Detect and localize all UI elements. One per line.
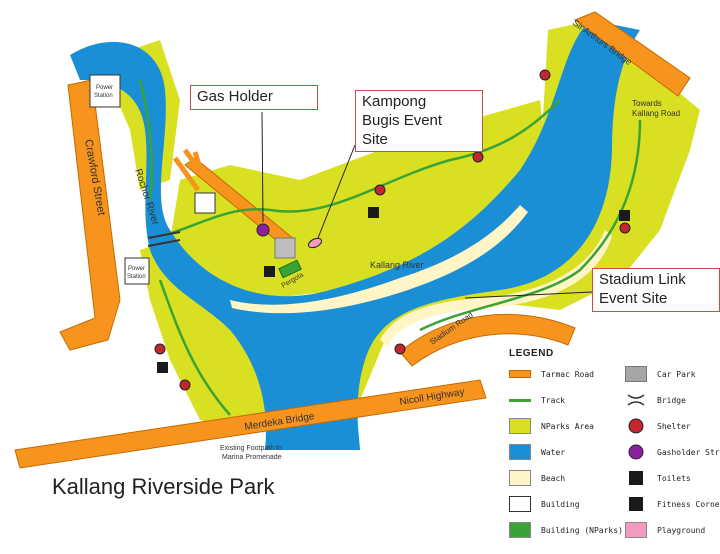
power-station-top-label-2: Station [94,93,113,99]
fill-swatch-icon [509,444,531,460]
legend-item-label: NParks Area [541,421,594,431]
shelter-swatch-icon [625,418,647,434]
legend-item-label: Tarmac Road [541,369,594,379]
road-swatch-icon [509,370,531,378]
legend-item: Gasholder Structure [625,442,720,462]
water-rochor-kallang [70,20,640,450]
stadium-pointer [464,291,593,299]
building-swatch-icon [509,496,531,512]
legend-item-label: Building (NParks) [541,525,623,535]
shelter-icon [619,222,631,234]
legend-item: Toilets [625,468,691,488]
legend-item-label: Shelter [657,421,691,431]
gas-holder-pointer [261,111,264,223]
track-west [158,279,231,416]
stadium-callout-line2: Event Site [599,289,668,307]
fill-swatch-icon [509,470,531,486]
existing-footpath-label-2: Marina Promenade [222,454,282,461]
legend-item-label: Bridge [657,395,686,405]
gas-holder-callout: Gas Holder [190,85,318,110]
playground [307,237,323,249]
sir-arthurs-bridge-road [573,11,691,97]
track-north [138,79,154,201]
legend-item: Playground [625,520,705,540]
stadium-road [399,313,576,367]
beach-central [230,205,528,314]
fitness-swatch-icon [625,496,647,512]
toilet-swatch-icon [625,470,647,486]
legend-item-label: Toilets [657,473,691,483]
fitness-icon [619,210,630,221]
toilet-icon [157,362,168,373]
legend-item-label: Playground [657,525,706,535]
beach-east [380,230,612,346]
legend-item: Tarmac Road [509,364,594,384]
legend-title: LEGEND [509,348,554,359]
legend-item-label: Beach [541,473,566,483]
kallang-river-label: Kallang River [370,260,424,270]
gas-holder-callout-text: Gas Holder [197,88,273,105]
legend-item: Building [509,494,580,514]
small-building [194,192,216,214]
stadium-callout-line1: Stadium Link [599,271,686,288]
gasholder-swatch-icon [625,444,647,460]
bridge-swatch-icon [625,392,647,408]
merdeka-bridge-road [14,379,487,469]
legend-item: Car Park [625,364,696,384]
legend-item: Bridge [625,390,686,410]
shelter-icon [394,343,406,355]
kampong-callout-line3: Site [362,130,388,148]
legend-item: Water [509,442,565,462]
towards-kallang-road-label-2: Kallang Road [632,109,680,118]
power-station-mid-label-2: Station [127,274,146,280]
kampong-pointer [317,144,356,239]
legend-item: Shelter [625,416,691,436]
kampong-callout-line2: Bugis Event [362,111,443,129]
stadium-callout: Stadium Link Event Site [592,268,720,312]
legend-item-label: Track [541,395,566,405]
power-station-top [89,74,121,108]
toilet-icon [264,266,275,277]
towards-kallang-road-label-1: Towards [632,99,662,108]
kampong-callout: Kampong Bugis Event Site [355,90,483,153]
legend-item-label: Fitness Corner [657,499,720,509]
fill-swatch-icon [509,522,531,538]
fill-swatch-icon [509,418,531,434]
map-title: Kallang Riverside Park [52,474,275,499]
legend-item-label: Water [541,447,566,457]
legend-item-label: Gasholder Structure [657,447,720,457]
shelter-icon [179,379,191,391]
legend-item: Track [509,390,565,410]
carpark-swatch-icon [625,366,647,382]
power-station-mid-label-1: Power [128,266,145,272]
crawford-street-road [59,79,121,351]
legend-item: Beach [509,468,565,488]
pergola-building [278,259,302,279]
shelter-icon [539,69,551,81]
car-park [274,237,296,259]
power-station-mid [124,257,150,285]
legend-item: Fitness Corner [625,494,720,514]
shelter-icon [374,184,386,196]
nparks-area-west [140,240,280,430]
legend-item-label: Car Park [657,369,696,379]
existing-footpath-label-1: Existing Footpath to [220,445,282,452]
kampong-callout-line1: Kampong [362,93,427,110]
power-station-top-label-1: Power [96,85,113,91]
gasholder-structure [256,223,270,237]
access-road-spur [172,148,208,192]
shelter-icon [154,343,166,355]
fitness-icon [368,207,379,218]
legend-item: Building (NParks) [509,520,623,540]
track-swatch-icon [509,398,531,402]
track-east [419,119,642,332]
fill-swatch-icon [625,522,647,538]
track-central [164,99,561,237]
legend-item-label: Building [541,499,580,509]
shelter-icon [472,151,484,163]
legend-item: NParks Area [509,416,594,436]
rochor-bridge [147,231,181,247]
